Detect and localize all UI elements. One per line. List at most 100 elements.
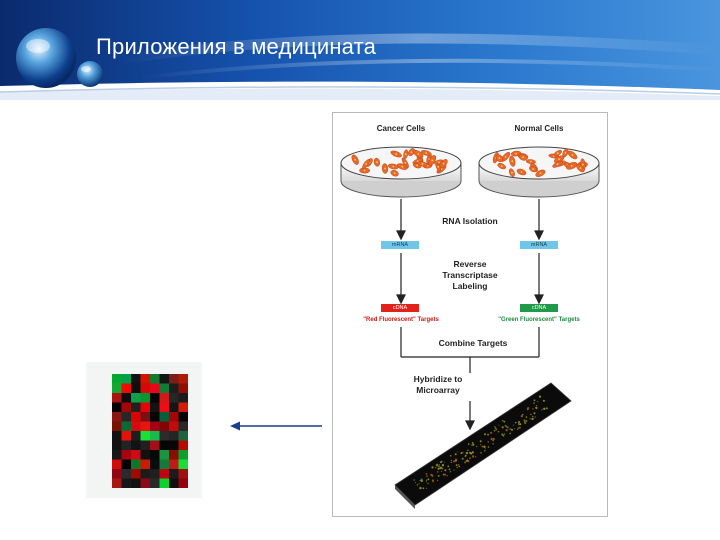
- heatmap-cell: [112, 469, 122, 479]
- heatmap-cell: [131, 383, 141, 394]
- heatmap-cell: [159, 431, 170, 441]
- heatmap-cell: [159, 440, 170, 451]
- microarray-spot: [530, 413, 532, 416]
- heatmap-cell: [131, 459, 141, 470]
- microarray-spot: [537, 407, 539, 409]
- globe-icon: [16, 28, 76, 88]
- microarray-spot: [426, 475, 428, 477]
- cancer-cells-label: Cancer Cells: [376, 124, 426, 133]
- microarray-spot: [449, 471, 452, 473]
- heatmap-cell: [178, 478, 188, 488]
- cell-nucleus: [404, 161, 407, 164]
- heatmap-cell: [178, 459, 188, 470]
- microarray-spot: [432, 481, 434, 483]
- microarray-spot: [471, 451, 474, 454]
- heatmap-cell: [140, 412, 151, 422]
- microarray-spot: [469, 457, 471, 460]
- microarray-spot: [427, 482, 429, 485]
- microarray-spot: [427, 478, 430, 481]
- heatmap-cell: [121, 412, 132, 422]
- microarray-spot: [487, 441, 489, 443]
- cell-nucleus: [522, 156, 524, 159]
- heatmap-cell: [178, 402, 188, 413]
- cell-nucleus: [515, 152, 517, 155]
- microarray-spot: [484, 433, 486, 436]
- cancer-cells-dish: [340, 146, 462, 198]
- heatmap-cell: [121, 431, 132, 441]
- heatmap-cell: [112, 402, 122, 413]
- heatmap-cell: [178, 450, 188, 460]
- heatmap-cell: [140, 459, 151, 470]
- microarray-spot: [495, 428, 498, 431]
- microarray-spot: [512, 424, 514, 426]
- microarray-spot: [545, 407, 548, 410]
- heatmap-cell: [159, 469, 170, 479]
- cell-nucleus: [425, 152, 428, 154]
- microarray-spot: [441, 464, 445, 467]
- heatmap-cell: [169, 412, 179, 422]
- heatmap-cell: [112, 383, 122, 394]
- microarray-workflow-figure: Cancer Cells Normal Cells RNA Isolation …: [332, 112, 608, 517]
- cell-nucleus: [539, 172, 542, 175]
- microarray-spot: [420, 478, 423, 481]
- heatmap-cell: [169, 402, 179, 413]
- heatmap-cell: [121, 383, 132, 394]
- heatmap-cell: [150, 412, 160, 422]
- cell-nucleus: [498, 157, 501, 160]
- microarray-spot: [534, 416, 536, 418]
- cell-nucleus: [571, 154, 574, 156]
- microarray-spot: [533, 399, 536, 402]
- microarray-spot: [460, 452, 463, 455]
- microarray-spot: [541, 409, 543, 411]
- microarray-spot: [442, 468, 444, 470]
- microarray-spot: [441, 460, 443, 463]
- microarray-spot: [524, 421, 526, 423]
- heatmap-cell: [140, 431, 151, 441]
- heatmap-cell: [159, 478, 170, 488]
- cell-nucleus: [511, 160, 514, 163]
- microarray-spot: [529, 418, 531, 420]
- microarray-spot: [475, 456, 477, 458]
- microarray-spot: [492, 443, 494, 445]
- microarray-spot: [442, 473, 445, 476]
- microarray-spot: [435, 467, 437, 469]
- microarray-heatmap: [112, 374, 188, 488]
- cell-nucleus: [530, 160, 532, 163]
- heatmap-cell: [150, 459, 160, 470]
- microarray-spot: [447, 465, 450, 468]
- heatmap-cell: [112, 450, 122, 460]
- microarray-spot: [437, 471, 439, 473]
- microarray-spot: [436, 463, 438, 465]
- banner-graphic: [0, 0, 720, 100]
- microarray-spot: [467, 443, 470, 445]
- rna-isolation-label: RNA Isolation: [442, 216, 498, 226]
- microarray-spot: [517, 420, 521, 424]
- microarray-spot: [533, 412, 536, 415]
- microarray-spot: [527, 407, 530, 410]
- microarray-spot: [481, 445, 484, 448]
- heatmap-cell: [112, 431, 122, 441]
- microarray-spot: [437, 467, 440, 470]
- heatmap-cell: [159, 450, 170, 460]
- microarray-spot: [439, 467, 442, 470]
- cell-nucleus: [354, 158, 357, 161]
- microarray-spot: [437, 475, 440, 477]
- cell-nucleus: [421, 163, 424, 165]
- cdna-tag-green: cDNA: [520, 304, 558, 312]
- cell-nucleus: [401, 165, 404, 168]
- microarray-spot: [457, 464, 460, 466]
- cell-nucleus: [511, 171, 513, 174]
- heatmap-cell: [178, 440, 188, 451]
- heatmap-cell: [131, 412, 141, 422]
- microarray-spot: [461, 457, 464, 460]
- reverse-line: Reverse: [453, 259, 487, 269]
- red-fluorescent-targets-label: "Red Fluorescent" Targets: [363, 317, 439, 323]
- microarray-spot: [448, 468, 451, 471]
- heatmap-cell: [131, 478, 141, 488]
- reverse-transcriptase-label: Reverse Transcriptase Labeling: [442, 259, 497, 292]
- cell-nucleus: [384, 167, 386, 170]
- heatmap-cell: [131, 374, 141, 384]
- microarray-spot: [527, 409, 529, 411]
- microarray-spot: [483, 445, 486, 448]
- microarray-spot: [487, 446, 490, 448]
